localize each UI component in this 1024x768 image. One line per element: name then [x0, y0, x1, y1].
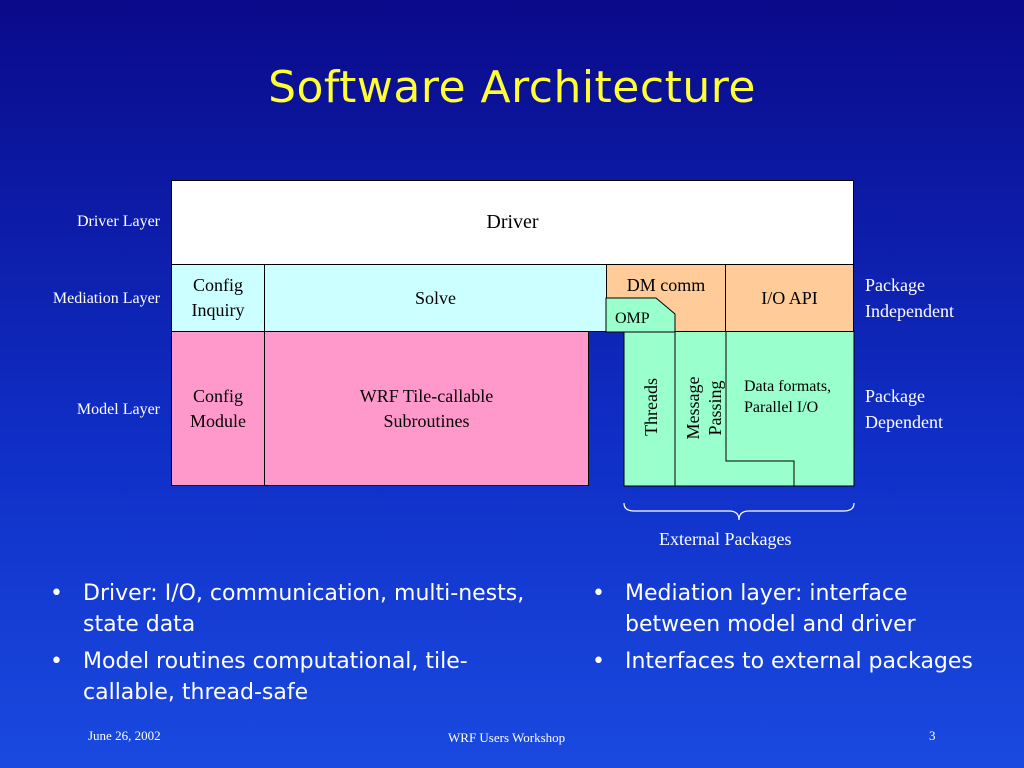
external-packages-brace [623, 502, 855, 521]
config-module-label: Config Module [190, 385, 246, 431]
solve-box: Solve [264, 264, 607, 332]
config-module-box: Config Module [171, 331, 265, 486]
bullet-dot: • [50, 649, 63, 674]
data-formats-label: Data formats, Parallel I/O [744, 378, 832, 416]
bullet-item: • Interfaces to external packages [588, 646, 988, 677]
dm-comm-label: DM comm [626, 275, 706, 295]
bullet-item: • Model routines computational, tile-cal… [46, 646, 536, 708]
bullet-dot: • [592, 649, 605, 674]
footer-event: WRF Users Workshop [448, 730, 566, 745]
bullet-dot: • [592, 581, 605, 606]
external-packages-label: External Packages [659, 529, 792, 549]
solve-label: Solve [414, 287, 456, 308]
model-layer-label: Model Layer [76, 401, 160, 418]
bullets-left: • Driver: I/O, communication, multi-nest… [46, 578, 536, 714]
mediation-layer-label: Mediation Layer [52, 290, 160, 307]
footer-date: June 26, 2002 [88, 728, 161, 743]
bullet-text: Interfaces to external packages [625, 649, 973, 674]
omp-label: OMP [615, 310, 650, 327]
wrf-tile-box: WRF Tile-callable Subroutines [264, 331, 589, 486]
driver-layer-label: Driver Layer [76, 213, 160, 230]
bullet-text: Model routines computational, tile-calla… [83, 649, 468, 705]
bullet-text: Driver: I/O, communication, multi-nests,… [83, 581, 525, 637]
driver-box: Driver [171, 180, 854, 265]
message-passing-label: Message Passing [683, 376, 725, 440]
bullet-dot: • [50, 581, 63, 606]
bullet-item: • Mediation layer: interface between mod… [588, 578, 988, 640]
config-inquiry-box: Config Inquiry [171, 264, 265, 332]
footer-page-number: 3 [929, 728, 936, 743]
package-dependent-label: Package Dependent [865, 386, 943, 432]
config-inquiry-label: Config Inquiry [191, 275, 245, 320]
threads-label: Threads [641, 378, 661, 436]
driver-box-label: Driver [486, 211, 539, 233]
io-api-box: I/O API [725, 264, 854, 332]
bullet-item: • Driver: I/O, communication, multi-nest… [46, 578, 536, 640]
slide-title: Software Architecture [268, 62, 756, 113]
bullets-right: • Mediation layer: interface between mod… [588, 578, 988, 683]
io-api-label: I/O API [761, 287, 818, 308]
bullet-text: Mediation layer: interface between model… [625, 581, 916, 637]
wrf-tile-label: WRF Tile-callable Subroutines [359, 385, 494, 431]
package-independent-label: Package Independent [865, 275, 954, 321]
